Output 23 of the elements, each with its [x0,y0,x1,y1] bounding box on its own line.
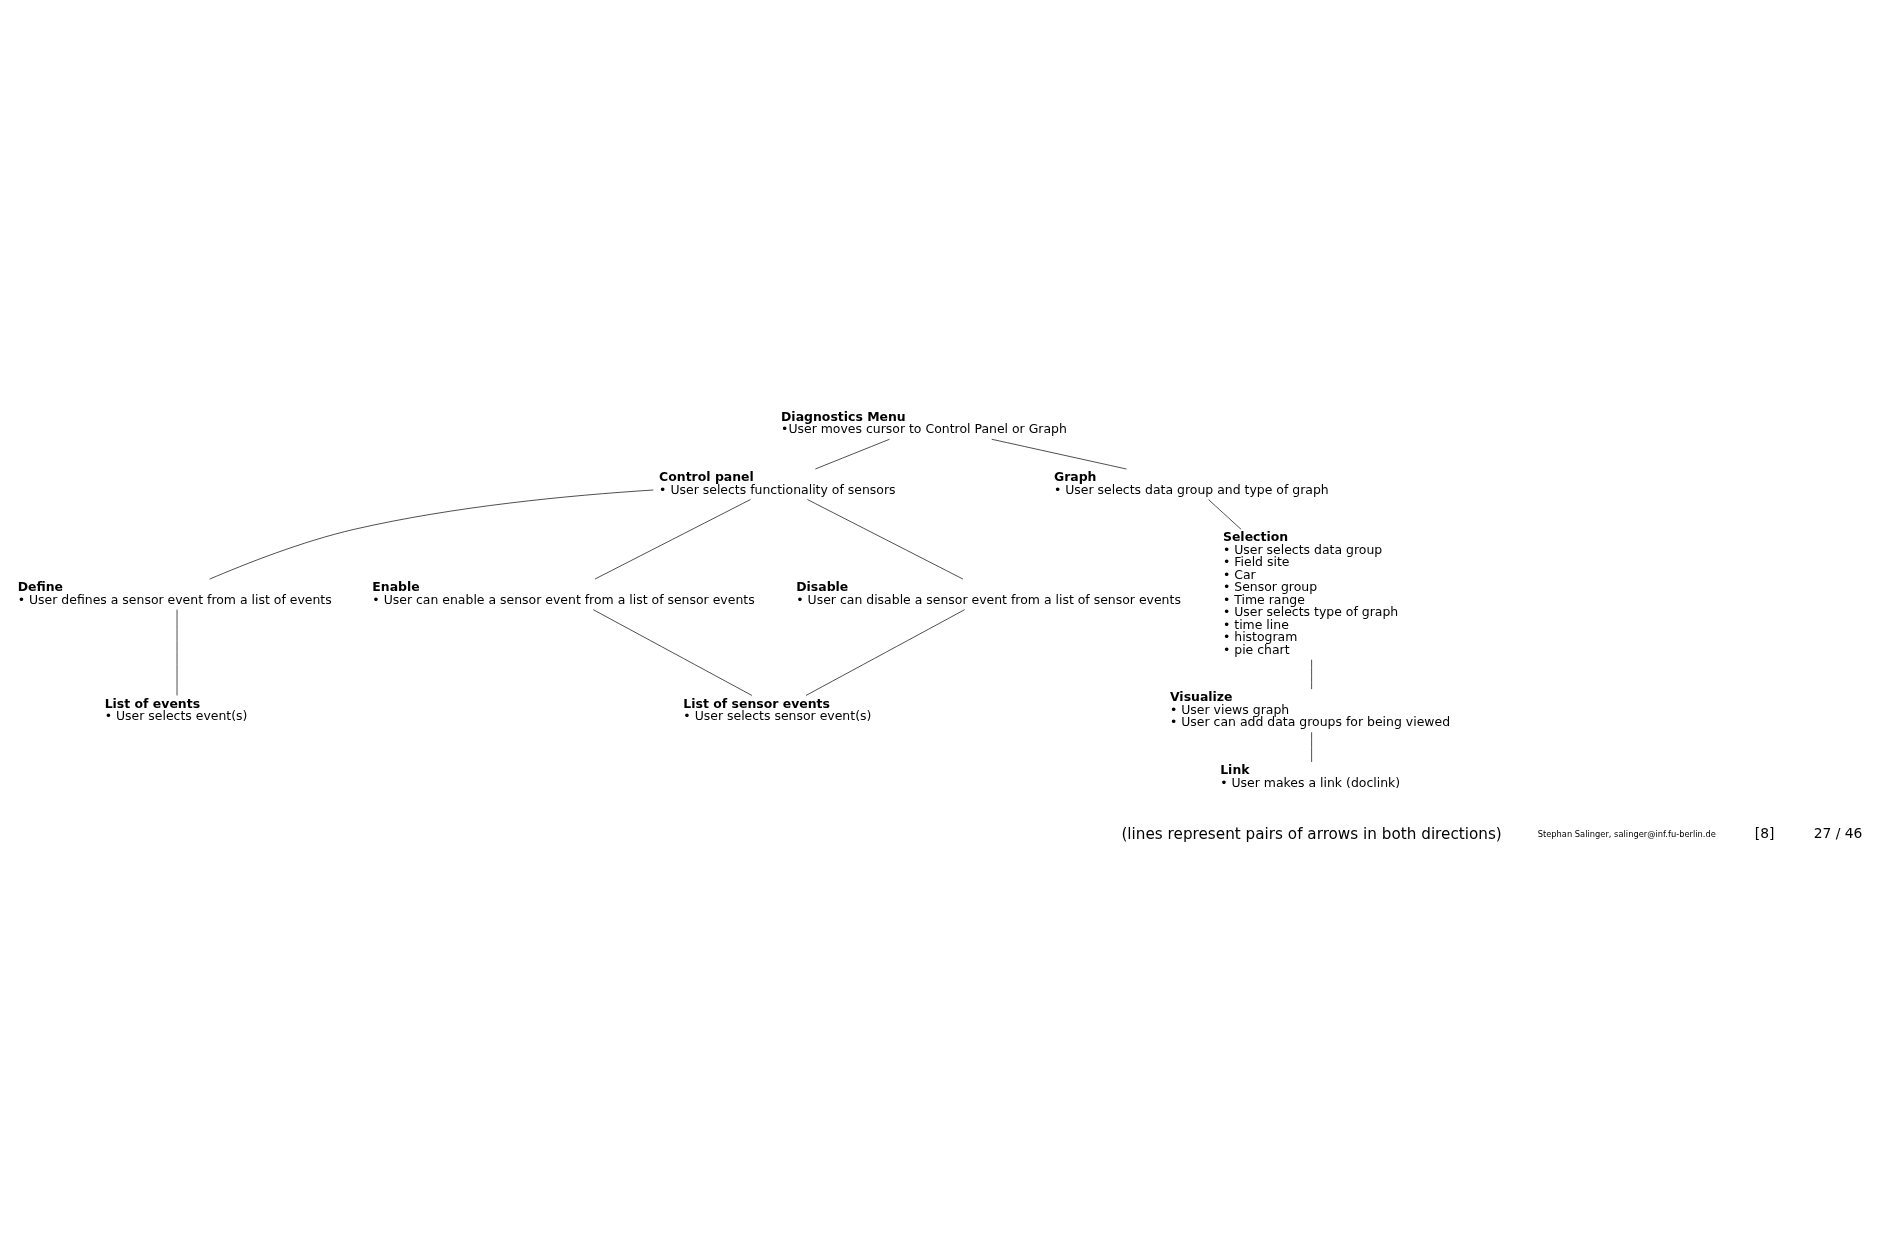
label: 27 / 46 [1813,824,1863,841]
label: (lines represent pairs of arrows in both directions) [1121,824,1502,843]
node-text: Disable • User can disable a sensor event from a list of sensor events [796,578,1181,607]
connector [805,608,965,696]
connector [991,438,1127,469]
node-text: Graph • User selects data group and type of graph [1053,468,1329,497]
node-text: Enable • User can enable a sensor event from a list of sensor events [372,578,755,607]
label: [8] [1754,824,1775,841]
node-text: List of sensor events • User selects sensor event(s) [683,695,872,723]
node-text: List of events • User selects event(s) [104,695,248,723]
node-text: Diagnostics Menu •User moves cursor to Control Panel or Graph [781,408,1067,436]
node-text: Link • User makes a link (doclink) [1220,761,1401,790]
node-text: Define • User defines a sensor event from a list of events [17,578,332,607]
connector [1208,498,1242,530]
connector [209,489,654,579]
connector [592,608,753,696]
node-text: Visualize • User views graph • User can add data groups for being viewed [1169,688,1451,729]
node-text: Control panel • User selects functionality of sensors [659,468,896,497]
connector [807,498,964,579]
connector [594,498,751,579]
node-text: Selection • User selects data group • Field site • Car • Sensor group • Time range • User selects type of graph • time line • histogram • pie chart [1222,528,1399,657]
label: Stephan Salinger, salinger@inf.fu-berlin.de [1537,828,1716,839]
connector [815,438,890,469]
